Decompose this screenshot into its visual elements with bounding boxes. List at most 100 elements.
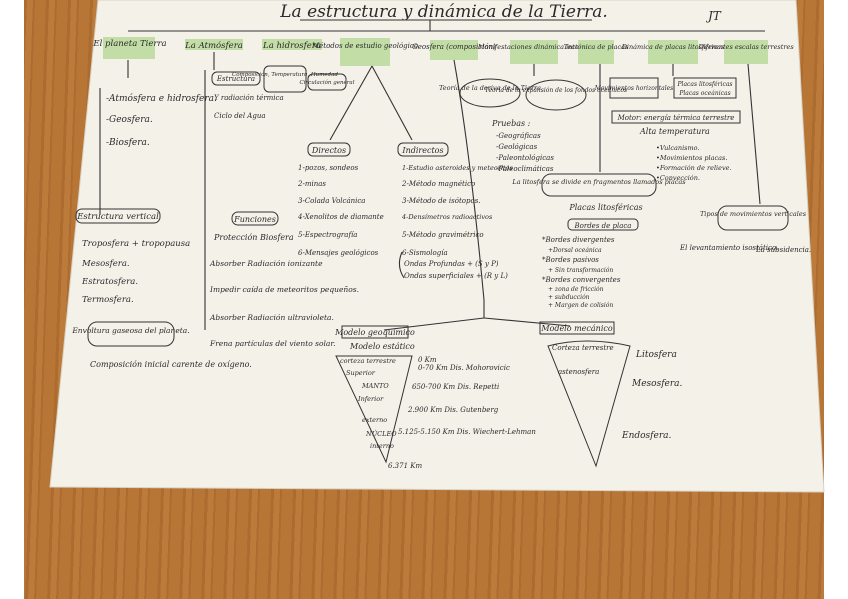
indirectos-item: 5-Método gravimétrico — [402, 231, 484, 239]
mec-name: Endosfera. — [621, 431, 671, 441]
top-node-planeta: El planeta Tierra — [92, 39, 166, 49]
borde-item: + subducción — [548, 294, 590, 301]
geo-depth: 650-700 Km Dis. Repetti — [412, 383, 499, 391]
top-node-escalas: Diferentes escalas terrestres — [697, 43, 794, 51]
dinamica-item: •Vulcanismo. — [656, 144, 700, 152]
indirectos-item: 3-Método de isótopos. — [402, 197, 481, 205]
top-node-metodos: Métodos de estudio geológico — [311, 42, 418, 50]
mec-name: Litosfera — [635, 350, 677, 360]
layer-item: Estratosfera. — [81, 277, 138, 287]
indirectos-item: 2-Método magnético — [401, 180, 475, 188]
geo-layer: interno — [370, 442, 394, 450]
dinamica-item: •Convección. — [656, 174, 700, 182]
planeta-item: -Biosfera. — [106, 138, 150, 148]
planeta-item: -Geosfera. — [106, 115, 153, 125]
layer-item: Mesosfera. — [81, 259, 130, 269]
function-item: Impedir caída de meteoritos pequeños. — [209, 285, 359, 294]
mec-layer: Corteza terrestre — [552, 344, 614, 352]
function-item: Absorber Radiación ionizante — [209, 259, 323, 268]
prueba-item: -Paleontológicas — [496, 154, 554, 162]
vertical-structure-label: Estructura vertical — [76, 212, 159, 222]
teoria-box — [459, 78, 521, 108]
modelo-mecanico-label: Modelo mecánico — [540, 324, 613, 333]
geo-depth: 0-70 Km Dis. Mohorovicic — [418, 364, 510, 372]
geo-depth: 2.900 Km Dis. Gutenberg — [407, 406, 499, 414]
initial-composition: Composición inicial carente de oxígeno. — [90, 360, 252, 369]
borde-item: *Bordes divergentes — [542, 236, 615, 244]
geo-layer: NÚCLEO — [365, 429, 397, 438]
function-item: Absorber Radiación ultravioleta. — [209, 313, 334, 322]
indirectos-item: 1-Estudio asteroides y meteoritos — [402, 164, 513, 172]
indirectos-item: Ondas superficiales + (R y L) — [404, 272, 508, 280]
dinamica-item: •Formación de relieve. — [656, 164, 732, 172]
teoria-label: Teoría de la deriva de la Tierra — [439, 84, 541, 92]
prueba-item: -Paleoclimáticas — [496, 165, 554, 173]
placas-label: Placas litosféricas — [568, 203, 642, 212]
geo-depth: 6.371 Km — [388, 462, 422, 470]
atmos-box-circulation: Circulación general — [300, 79, 355, 86]
teoria2-box — [525, 79, 587, 111]
tipos-box — [717, 205, 789, 231]
envelope-label: Envoltura gaseosa del planeta. — [71, 326, 189, 335]
modelo-mecanico-box — [539, 321, 615, 335]
dinamica-item: •Movimientos placas. — [656, 154, 727, 162]
directos-box — [307, 142, 351, 157]
atmos-text: Y radiación térmica — [214, 94, 284, 102]
top-node-hidrosfera: La hidrosfera — [262, 41, 321, 51]
funciones-box — [231, 211, 279, 226]
directos-item: 2-minas — [297, 180, 326, 188]
geo-layer: externo — [362, 416, 387, 424]
layer-item: Termosfera. — [82, 295, 134, 305]
indirectos-label: Indirectos — [401, 146, 443, 155]
directos-item: 3-Colada Volcánica — [298, 197, 365, 205]
funciones-sub: Protección Biosfera — [213, 233, 294, 242]
prueba-item: -Geológicas — [496, 143, 538, 151]
indirectos-item: Ondas Profundas + (S y P) — [404, 260, 499, 268]
subsidencia: La subsidencia. — [755, 246, 811, 254]
atmos-text: Ciclo del Agua — [214, 112, 266, 120]
page-title: La estructura y dinámica de la Tierra. — [279, 2, 607, 22]
mec-layer: astenosfera — [558, 368, 599, 376]
prueba-item: -Geográficas — [496, 132, 541, 140]
dinamica-box3: Placas oceánicas — [678, 90, 730, 97]
borde-item: + Sin transformación — [548, 267, 613, 274]
envelope-box — [87, 321, 175, 347]
indirectos-item: 4-Densímetros radioactivos — [401, 213, 493, 221]
modelo-estatico: Modelo estático — [349, 342, 415, 351]
borde-item: +Dorsal oceánica — [548, 247, 602, 254]
motor-label: Motor: energía térmica terrestre — [617, 114, 735, 122]
geochemical-wedge — [335, 355, 413, 464]
layer-item: Troposfera + tropopausa — [82, 239, 190, 249]
indirectos-box — [397, 142, 449, 157]
pruebas-title: Pruebas : — [491, 119, 531, 128]
top-node-manifestaciones: Manifestaciones dinámica interna — [477, 43, 590, 51]
top-node-dinamica: Dinámica de placas litosféricas — [621, 43, 725, 51]
borde-item: + zona de fricción — [548, 286, 604, 293]
alta-temperatura: Alta temperatura — [639, 127, 710, 136]
vertical-structure-box — [75, 208, 161, 224]
tipos-label: Tipos de movimientos verticales — [700, 210, 807, 218]
atmos-box-structure: Estructura — [216, 75, 255, 83]
directos-item: 4-Xenolitos de diamante — [297, 213, 384, 221]
directos-item: 1-pozos, sondeos — [298, 164, 359, 172]
top-node-atmosfera: La Atmósfera — [184, 40, 243, 51]
geo-layer: Inferior — [357, 395, 384, 403]
geo-depth: 5.125-5.150 Km Dis. Wiechert-Lehman — [398, 428, 536, 436]
bordes-label: Bordes de placa — [574, 222, 632, 230]
mec-name: Mesosfera. — [631, 379, 683, 389]
teoria2-label: Teoría de la expansión de los fondos oce… — [485, 87, 627, 94]
litosfera-label: La litosfera se divide en fragmentos lla… — [511, 178, 686, 186]
modelo-geoquimico-label: Modelo geoquímico — [334, 328, 415, 337]
planeta-item: -Atmósfera e hidrosfera. — [106, 93, 217, 104]
borde-item: *Bordes pasivos — [542, 256, 599, 264]
directos-item: 5-Espectrografía — [298, 231, 357, 239]
atmos-box-composition: Composición, Temperatura, Humedad — [232, 71, 338, 78]
borde-item: + Margen de colisión — [548, 302, 613, 309]
directos-item: 6-Mensajes geológicos — [298, 249, 379, 257]
bordes-box — [567, 218, 639, 231]
borde-item: *Bordes convergentes — [542, 276, 621, 284]
modelo-geoquimico-box — [341, 325, 409, 339]
levantamiento: El levantamiento isostático. — [679, 244, 778, 252]
indirectos-item: 6-Sismología — [402, 249, 448, 257]
